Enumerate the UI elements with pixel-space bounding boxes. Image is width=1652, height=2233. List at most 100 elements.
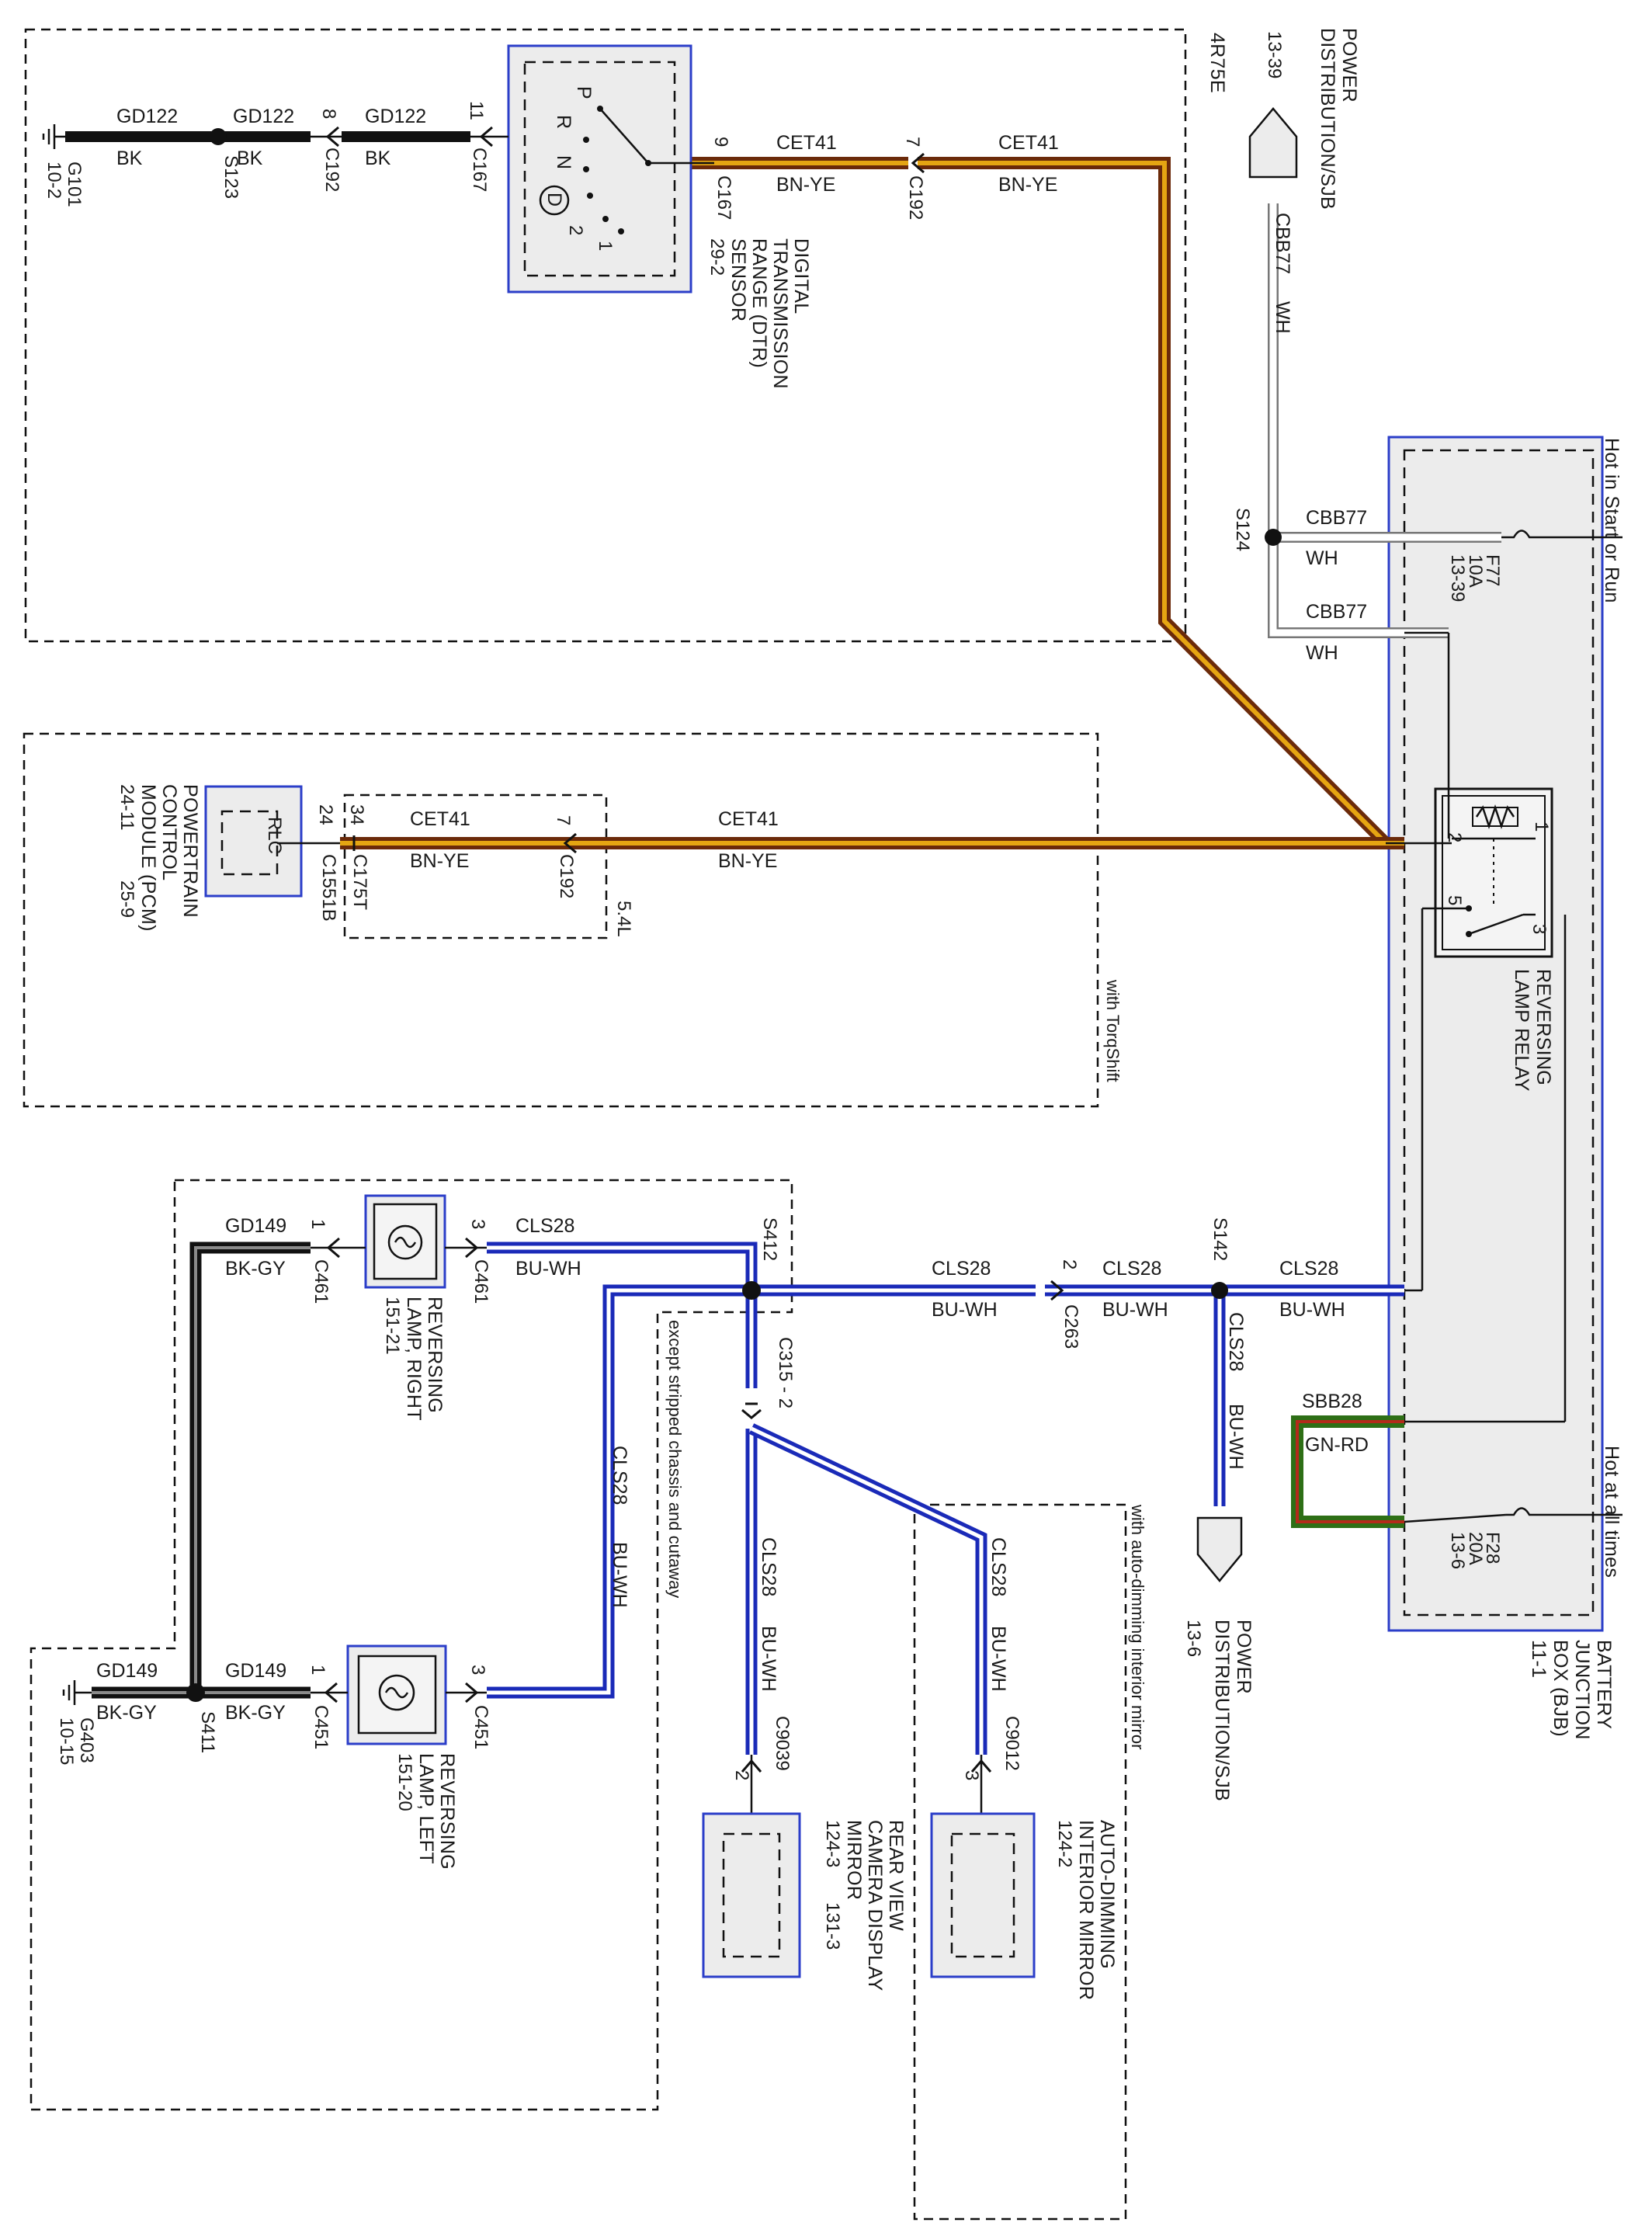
power-dist-bottom-2: DISTRIBUTION/SJB [1211,1620,1233,1801]
lamp-right-bulb-icon [387,1224,423,1260]
fuse-f77-rating: 10A [1465,554,1486,588]
power-dist-bottom-1: POWER [1233,1620,1255,1694]
lamp-left-pin1: 1 [307,1665,328,1675]
bjb-label-3: BOX (BJB) [1550,1640,1571,1737]
wire-cbb77-circuit-b: CBB77 [1306,601,1367,623]
auto-mirror-conn: C9012 [1001,1716,1022,1771]
wire-cls28-circuit-f: CLS28 [758,1537,779,1596]
wire-cls28-circuit-d: CLS28 [515,1215,574,1237]
lamp-left-pin3: 3 [467,1665,488,1675]
ground-g403-name: G403 [76,1717,97,1763]
power-dist-top-2: DISTRIBUTION/SJB [1317,28,1338,210]
dtr-gear-1: 1 [595,241,616,251]
splice-s142-dot [1211,1282,1228,1299]
pcm-title-3: MODULE (PCM) [137,784,159,932]
c167-name-top: C167 [469,148,490,192]
wire-cet41-circuit-d: CET41 [718,808,779,830]
pcm-ref-1: 24-11 [116,784,137,831]
dtr-c192-pin: 7 [902,137,923,147]
bjb-label-ref: 11-1 [1528,1640,1550,1678]
dtr-gear-2: 2 [565,225,586,235]
auto-mirror-title-1: AUTO-DIMMING [1096,1820,1118,1969]
lamp-left-conn-b: C451 [470,1705,491,1749]
wire-cet41 [340,157,1404,849]
wire-cls28-circuit-c: CLS28 [1279,1258,1338,1280]
wire-cbb77-circuit-vert: CBB77 [1272,213,1293,274]
wire-gd149-circuit-b: GD149 [96,1660,158,1682]
lamp-left-title-1: REVERSING [436,1753,458,1870]
pcm-title-1: POWERTRAIN [179,784,201,918]
lamp-left-conn-a: C451 [311,1705,331,1749]
ground-g101-ref: 10-2 [43,161,64,199]
relay-title-1: REVERSING [1532,969,1554,1085]
wire-cls28-circuit-g: CLS28 [987,1537,1009,1596]
splice-s411-label: S411 [197,1711,218,1753]
wire-cls28-circuit-e: CLS28 [609,1446,630,1505]
wire-gd149-color-a: BK-GY [225,1258,286,1280]
relay-pin3-label: 3 [1529,924,1550,934]
ground-g403-icon [62,1680,92,1705]
camera-mirror-title-2: CAMERA DISPLAY [864,1820,886,1991]
wire-gd122-circuit-b: GD122 [233,106,294,127]
power-dist-top-connector [1248,107,1298,179]
wire-gd149 [92,1242,311,1699]
power-dist-top-ref: 13-39 [1264,31,1285,78]
auto-mirror-ref: 124-2 [1054,1820,1075,1867]
dtr-title-2: TRANSMISSION [769,238,791,389]
region-4r75e-label: 4R75E [1206,33,1228,93]
dtr-title-ref: 29-2 [706,238,727,276]
lamp-right-conn-b: C461 [470,1259,491,1304]
dtr-switch-contacts [583,106,651,234]
wire-gd122-circuit-c: GD122 [365,106,426,127]
lamp-right-pin3: 3 [467,1219,488,1229]
region-54l-box [343,794,608,939]
lamp-left-bulb-icon [378,1674,415,1711]
wire-cls28-color-d: BU-WH [515,1258,581,1280]
ground-g101-name: G101 [64,161,85,207]
wire-gd149-circuit-a: GD149 [225,1215,286,1237]
region-except-stripped-label: except stripped chassis and cutaway [665,1320,685,1598]
lamp-left-title-2: LAMP, LEFT [415,1753,437,1864]
c167-pin11-label: 11 [466,101,487,120]
splice-s124-label: S124 [1232,508,1253,551]
camera-mirror-box [702,1812,801,1978]
lamp-right-conn-a: C461 [311,1259,331,1304]
wire-cls28-color-e: BU-WH [609,1542,630,1608]
dtr-c167-name-a: C167 [713,175,734,220]
wire-gd149-color-c: BK-GY [225,1702,286,1724]
splice-s412-label: S412 [759,1217,780,1261]
relay-pin1-label: 1 [1531,821,1552,832]
power-dist-bottom-ref: 13-6 [1183,1620,1204,1657]
pcm-pin34: 34 [346,804,367,825]
wire-cls28-circuit-b: CLS28 [1102,1258,1161,1280]
fuse-f28-icon [1506,1507,1562,1516]
dtr-gear-p: P [573,86,595,99]
camera-mirror-ref-1: 124-3 [822,1820,843,1867]
pcm-rlc-label: RLC [264,817,285,854]
wire-cbb77-color-vert: WH [1272,301,1293,334]
wire-cbb77-circuit-a: CBB77 [1306,507,1367,529]
pcm-c192-name: C192 [556,854,577,898]
camera-mirror-ref-2: 131-3 [822,1902,843,1950]
region-lamps-box [30,1179,793,2111]
dtr-title-1: DIGITAL [790,238,812,314]
pcm-c192-pin: 7 [553,815,574,825]
pcm-c175t: C175T [349,854,370,910]
dtr-c192-name: C192 [905,175,926,220]
wire-cls28-color-a: BU-WH [932,1299,998,1321]
dtr-c167-pin9: 9 [710,137,731,147]
c315-label: C315 - 2 [775,1337,796,1408]
splice-s412-dot [742,1281,761,1300]
bjb-inner-dash [1403,449,1595,1617]
bjb-box [1387,436,1604,1632]
c263-name: C263 [1060,1304,1081,1349]
wire-gd122-color-a: BK [116,148,143,169]
region-auto-dim-label: with auto-dimming interior mirror [1128,1504,1147,1749]
pcm-ref-2: 25-9 [116,880,137,918]
wire-cet41-color-c: BN-YE [410,850,469,872]
wire-gd122-color-c: BK [365,148,391,169]
wire-gd122-circuit-a: GD122 [116,106,178,127]
region-4r75e-box [24,28,1187,643]
dtr-gear-n: N [553,155,574,169]
wire-sbb28 [1291,1415,1404,1528]
